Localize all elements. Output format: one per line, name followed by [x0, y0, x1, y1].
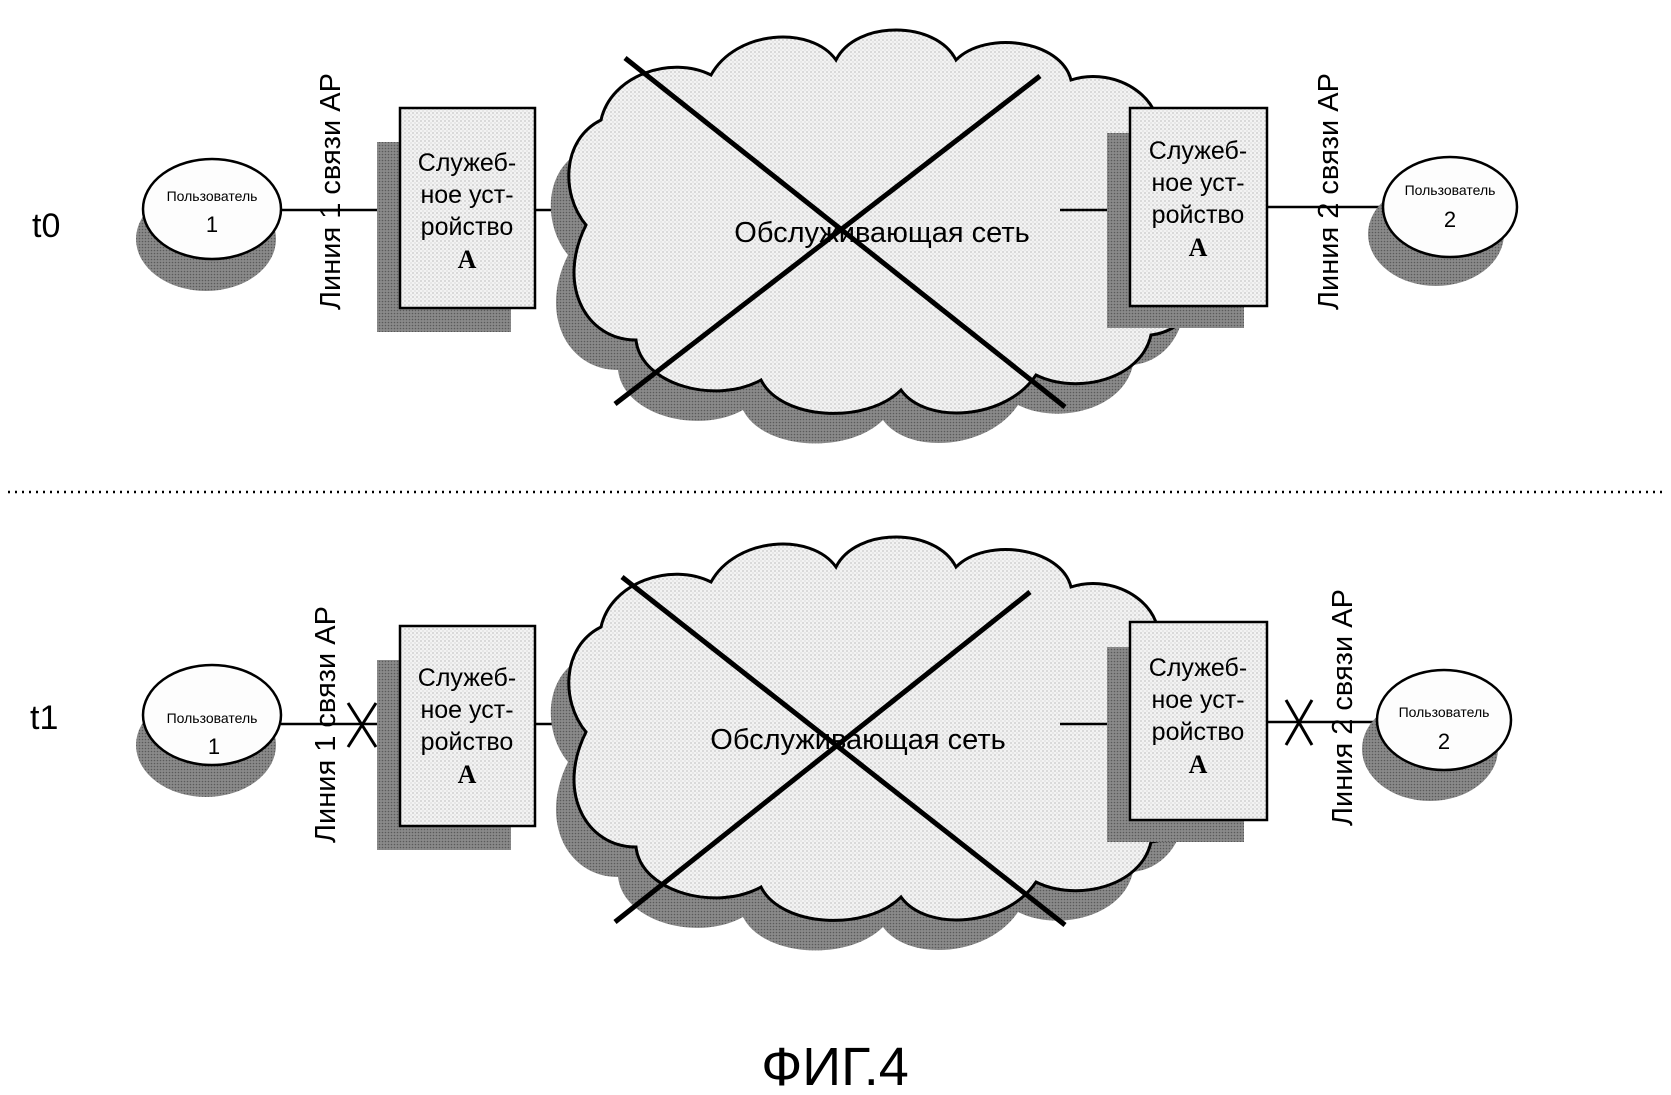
user-2-label: Пользователь — [1405, 182, 1496, 198]
device-left-line3: ройство — [421, 213, 514, 241]
user-2-label: Пользователь — [1399, 704, 1490, 720]
device-left-line2: ное уст- — [420, 696, 513, 724]
service-device-right: Служеб- ное уст- ройство A — [1107, 620, 1269, 842]
device-left-line1: Служеб- — [418, 149, 516, 177]
time-label: t0 — [32, 207, 60, 245]
device-right-line1: Служеб- — [1149, 654, 1247, 682]
figure-caption: ФИГ.4 — [761, 1037, 909, 1095]
device-right-line3: ройство — [1152, 718, 1245, 746]
device-left-line2: ное уст- — [420, 181, 513, 209]
device-right-line2: ное уст- — [1151, 169, 1244, 197]
user-2-link-break-mark — [1284, 699, 1314, 746]
device-right-line1: Служеб- — [1149, 137, 1247, 165]
device-left-mark: A — [458, 245, 477, 274]
user-1-link-break-mark — [346, 702, 378, 748]
device-left-mark: A — [458, 760, 477, 789]
user-1-node: Пользователь 1 — [136, 663, 283, 797]
user-1-number: 1 — [208, 734, 220, 759]
device-right-line3: ройство — [1152, 201, 1245, 229]
user-2-number: 2 — [1444, 207, 1456, 232]
panel-t1: t1 Пользователь 1 Линия 1 связи AP Служе… — [30, 535, 1513, 951]
device-right-mark: A — [1189, 233, 1208, 262]
link-1-label: Линия 1 связи AP — [310, 606, 342, 843]
service-device-left: Служеб- ное уст- ройство A — [377, 106, 537, 332]
link-2-label: Линия 2 связи AP — [1313, 73, 1345, 310]
link-2-label: Линия 2 связи AP — [1327, 589, 1359, 826]
user-1-label: Пользователь — [167, 710, 258, 726]
panel-t0: t0 Пользователь 1 Линия 1 связи AP Служе… — [32, 28, 1519, 444]
user-1-node: Пользователь 1 — [136, 157, 283, 291]
service-device-left: Служеб- ное уст- ройство A — [377, 624, 537, 850]
network-label: Обслуживающая сеть — [734, 217, 1029, 249]
network-failure-cross — [613, 56, 1067, 409]
device-left-line3: ройство — [421, 728, 514, 756]
user-2-node: Пользователь 2 — [1362, 668, 1513, 801]
device-right-mark: A — [1189, 750, 1208, 779]
user-2-number: 2 — [1438, 729, 1450, 754]
network-failure-cross — [613, 575, 1067, 927]
service-network-cloud: Обслуживающая сеть — [550, 28, 1206, 444]
service-device-right: Служеб- ное уст- ройство A — [1107, 106, 1269, 328]
device-left-line1: Служеб- — [418, 664, 516, 692]
link-1-label: Линия 1 связи AP — [315, 73, 347, 310]
user-1-label: Пользователь — [167, 188, 258, 204]
user-1-number: 1 — [206, 212, 218, 237]
time-label: t1 — [30, 699, 58, 737]
device-right-line2: ное уст- — [1151, 686, 1244, 714]
user-2-node: Пользователь 2 — [1368, 155, 1519, 286]
